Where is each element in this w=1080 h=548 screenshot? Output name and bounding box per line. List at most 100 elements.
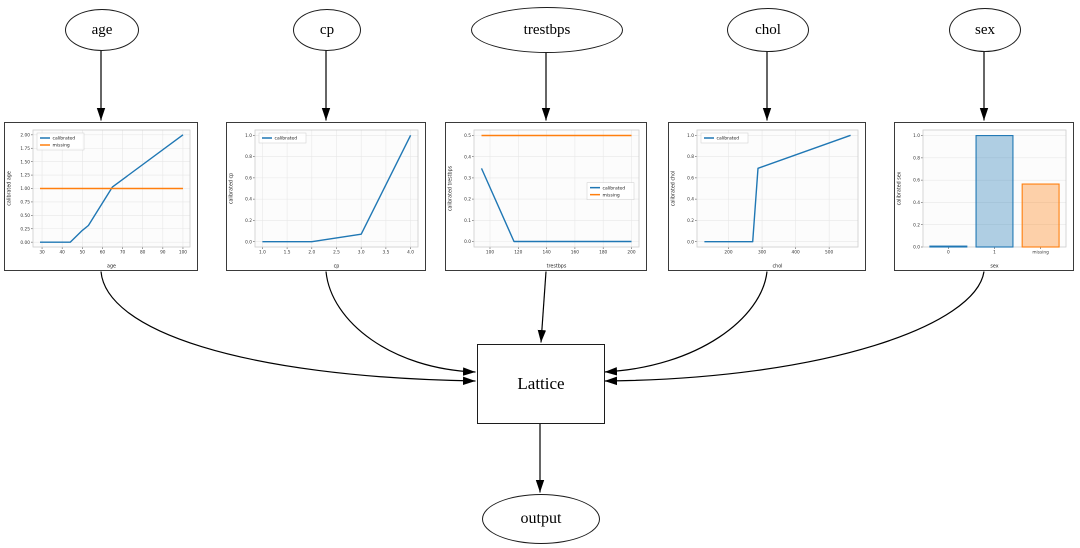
input-node-cp-label: cp xyxy=(319,21,335,38)
edge-calibrator-trestbps-to-lattice xyxy=(537,271,547,343)
svg-text:0.4: 0.4 xyxy=(245,197,252,203)
svg-text:100: 100 xyxy=(179,250,187,256)
input-node-age: age xyxy=(65,9,139,51)
svg-text:2.5: 2.5 xyxy=(333,250,340,256)
svg-text:calibrated age: calibrated age xyxy=(7,171,13,206)
svg-text:2.0: 2.0 xyxy=(308,250,315,256)
svg-text:0.6: 0.6 xyxy=(245,175,252,181)
svg-text:missing: missing xyxy=(603,192,620,198)
svg-text:1.25: 1.25 xyxy=(20,173,30,179)
svg-text:0.50: 0.50 xyxy=(20,213,30,219)
svg-text:30: 30 xyxy=(39,250,45,256)
svg-text:70: 70 xyxy=(120,250,126,256)
svg-text:2.00: 2.00 xyxy=(20,132,30,138)
svg-text:3.5: 3.5 xyxy=(382,250,389,256)
calibrator-box-chol: 0.0 0.2 0.4 0.6 0.8 1.0 200 300 400 500 chol calibr… xyxy=(668,122,866,271)
svg-text:0.0: 0.0 xyxy=(913,245,920,251)
svg-text:50: 50 xyxy=(80,250,86,256)
svg-text:1.50: 1.50 xyxy=(20,159,30,165)
svg-text:40: 40 xyxy=(59,250,65,256)
svg-text:1.75: 1.75 xyxy=(20,146,30,152)
svg-text:0.0: 0.0 xyxy=(464,239,471,245)
svg-text:1.0: 1.0 xyxy=(913,133,920,139)
svg-text:0.2: 0.2 xyxy=(687,218,694,224)
svg-text:0: 0 xyxy=(947,250,950,256)
svg-text:0.2: 0.2 xyxy=(913,222,920,228)
svg-text:trestbps: trestbps xyxy=(547,264,567,270)
svg-text:1.00: 1.00 xyxy=(20,186,30,192)
svg-text:0.2: 0.2 xyxy=(245,218,252,224)
svg-text:1.5: 1.5 xyxy=(284,250,291,256)
svg-text:120: 120 xyxy=(514,250,522,256)
svg-text:calibrated sex: calibrated sex xyxy=(897,171,903,205)
input-node-sex-label: sex xyxy=(975,21,995,38)
calibrator-box-cp: 0.0 0.2 0.4 0.6 0.8 1.0 1.0 1.5 2.0 2.5 3.0 3.5 4.0 c… xyxy=(226,122,426,271)
svg-text:0.25: 0.25 xyxy=(20,226,30,232)
svg-text:300: 300 xyxy=(758,250,766,256)
svg-text:0.00: 0.00 xyxy=(20,240,30,246)
svg-text:calibrated: calibrated xyxy=(275,136,298,142)
output-node: output xyxy=(482,494,600,544)
svg-text:missing: missing xyxy=(1032,250,1049,256)
svg-text:0.8: 0.8 xyxy=(687,154,694,160)
calibration-chart-sex: 0.0 0.2 0.4 0.6 0.8 1.0 0 1 missing sex calibrated… xyxy=(895,123,1073,270)
svg-text:calibrated: calibrated xyxy=(53,136,76,142)
svg-text:calibrated: calibrated xyxy=(603,185,626,191)
svg-text:chol: chol xyxy=(773,264,783,270)
svg-text:200: 200 xyxy=(724,250,732,256)
svg-text:cp: cp xyxy=(334,265,340,270)
svg-text:0.3: 0.3 xyxy=(464,176,471,182)
lattice-node-label: Lattice xyxy=(517,374,565,393)
svg-text:0.2: 0.2 xyxy=(464,197,471,203)
svg-text:1: 1 xyxy=(993,250,996,256)
svg-text:1.0: 1.0 xyxy=(259,250,266,256)
svg-text:160: 160 xyxy=(571,250,579,256)
svg-text:100: 100 xyxy=(486,250,494,256)
calibration-chart-cp: 0.0 0.2 0.4 0.6 0.8 1.0 1.0 1.5 2.0 2.5 3.0 3.5 4.0 c… xyxy=(227,123,425,270)
svg-text:0.0: 0.0 xyxy=(687,239,694,245)
svg-text:140: 140 xyxy=(542,250,550,256)
svg-text:0.4: 0.4 xyxy=(913,200,920,206)
svg-text:4.0: 4.0 xyxy=(407,250,414,256)
svg-text:0.5: 0.5 xyxy=(464,133,471,139)
svg-text:400: 400 xyxy=(792,250,800,256)
svg-text:0.6: 0.6 xyxy=(687,175,694,181)
edge-calibrator-cp-to-lattice xyxy=(325,271,476,376)
svg-text:1.0: 1.0 xyxy=(687,133,694,139)
svg-text:0.6: 0.6 xyxy=(913,178,920,184)
svg-text:calibrated cp: calibrated cp xyxy=(229,173,235,204)
edge-calibrator-sex-to-lattice xyxy=(604,271,985,386)
svg-text:3.0: 3.0 xyxy=(358,250,365,256)
lattice-node: Lattice xyxy=(477,344,605,424)
edge-calibrator-age-to-lattice xyxy=(100,271,476,385)
svg-text:missing: missing xyxy=(53,143,70,149)
svg-text:0.4: 0.4 xyxy=(464,154,471,160)
input-node-chol: chol xyxy=(727,8,809,52)
svg-text:calibrated chol: calibrated chol xyxy=(671,171,677,207)
svg-text:0.8: 0.8 xyxy=(245,154,252,160)
svg-text:0.8: 0.8 xyxy=(913,155,920,161)
svg-text:age: age xyxy=(107,265,116,270)
calibration-chart-chol: 0.0 0.2 0.4 0.6 0.8 1.0 200 300 400 500 chol calibr… xyxy=(669,123,865,270)
svg-text:0.4: 0.4 xyxy=(687,197,694,203)
input-node-trestbps-label: trestbps xyxy=(523,21,571,38)
svg-text:calibrated trestbps: calibrated trestbps xyxy=(448,165,454,211)
input-node-cp: cp xyxy=(293,9,361,51)
edge-calibrator-chol-to-lattice xyxy=(604,271,768,376)
input-node-sex: sex xyxy=(949,8,1021,52)
svg-text:sex: sex xyxy=(990,265,998,270)
svg-text:1.0: 1.0 xyxy=(245,133,252,139)
svg-text:80: 80 xyxy=(140,250,146,256)
svg-text:0.0: 0.0 xyxy=(245,239,252,245)
input-node-chol-label: chol xyxy=(755,21,781,38)
svg-text:calibrated: calibrated xyxy=(717,136,740,142)
svg-text:500: 500 xyxy=(825,250,833,256)
svg-text:90: 90 xyxy=(160,250,166,256)
svg-text:200: 200 xyxy=(627,250,635,256)
